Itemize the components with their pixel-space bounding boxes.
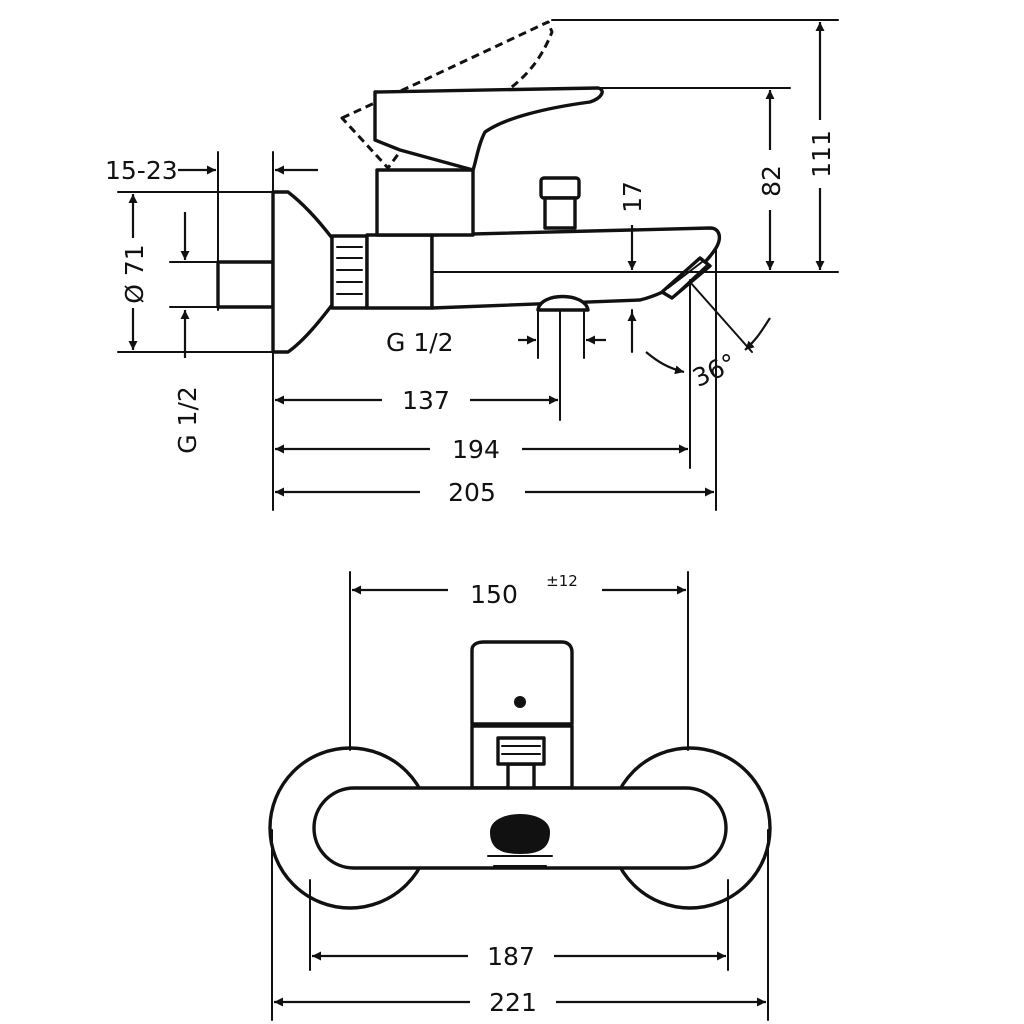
label-194: 194 <box>452 435 500 464</box>
ref-angle-line <box>689 281 753 353</box>
diverter-stem <box>543 196 577 230</box>
label-82: 82 <box>757 165 786 197</box>
label-137: 137 <box>402 386 450 415</box>
wall-connector <box>216 260 275 309</box>
label-205: 205 <box>448 478 496 507</box>
diverter-knob <box>536 294 590 312</box>
front-lever <box>470 640 574 726</box>
label-15-23: 15-23 <box>105 156 178 185</box>
dim-36-arrow-b <box>744 317 771 351</box>
front-knob-base <box>487 855 553 867</box>
nut-threads <box>336 246 363 295</box>
lever-handle <box>373 86 604 172</box>
label-221: 221 <box>489 988 537 1017</box>
label-g12-horizontal: G 1/2 <box>386 328 454 357</box>
front-view: 150 ±12 187 221 <box>268 571 772 1021</box>
diverter-cap <box>539 176 581 200</box>
aerator <box>660 256 712 300</box>
front-neck-lines <box>501 745 541 755</box>
label-36-degrees: 36° <box>688 348 740 393</box>
front-lever-dot <box>514 696 526 708</box>
escutcheon-flange <box>271 190 334 354</box>
label-111: 111 <box>807 130 836 178</box>
mixer-body <box>365 233 434 310</box>
label-17: 17 <box>618 181 647 213</box>
cartridge-housing <box>375 168 475 237</box>
spout <box>430 226 722 310</box>
label-diameter-71: Ø 71 <box>120 244 149 303</box>
front-diverter-knob <box>490 814 550 854</box>
label-g12-vertical: G 1/2 <box>173 386 202 454</box>
dim-36-arrow-a <box>645 351 685 375</box>
front-stem <box>506 762 536 792</box>
label-187: 187 <box>487 942 535 971</box>
side-view: 15-23 Ø 71 G 1/2 17 82 111 G 1/2 36° 137… <box>105 19 839 511</box>
label-150: 150 <box>470 580 518 609</box>
label-150-tolerance: ±12 <box>546 572 578 590</box>
front-diverter-neck <box>496 736 546 766</box>
